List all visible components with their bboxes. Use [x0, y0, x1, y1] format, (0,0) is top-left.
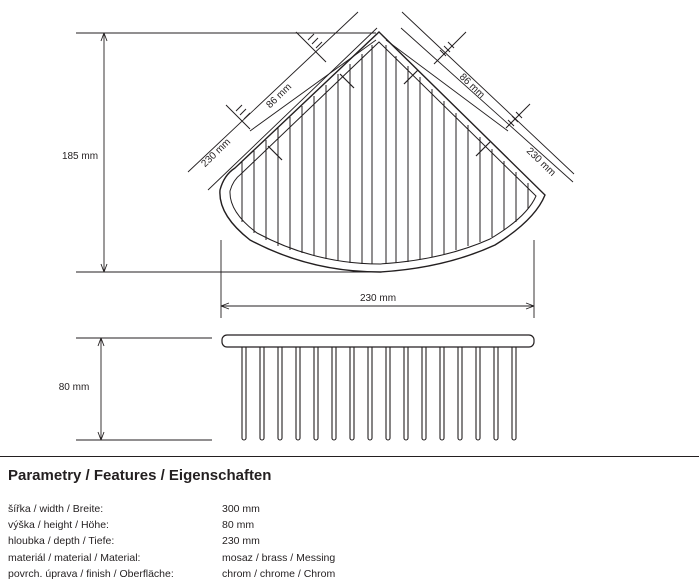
- param-value: 80 mm: [222, 519, 255, 532]
- param-value: chrom / chrome / Chrom: [222, 567, 336, 580]
- basket-plan-wires: [241, 45, 529, 264]
- dim-label-width-plan: 230 mm: [360, 293, 396, 304]
- param-label: povrch. úprava / finish / Oberfläche:: [8, 567, 174, 580]
- features-title: Parametry / Features / Eigenschaften: [8, 467, 272, 484]
- technical-drawing: 230 mm 86 mm 86 mm 230 mm 185 mm 230 mm …: [59, 11, 575, 441]
- table-row: výška / height / Höhe: 80 mm: [8, 517, 568, 533]
- basket-side-wires: [241, 347, 517, 441]
- param-value: 300 mm: [222, 503, 260, 515]
- basket-plan-outline: [219, 31, 546, 273]
- dim-label-depth-left: 230 mm: [199, 137, 233, 170]
- basket-side-view: [221, 334, 535, 348]
- table-row: povrch. úprava / finish / Oberfläche: ch…: [8, 566, 568, 582]
- dimension-height-plan: [76, 32, 382, 273]
- dim-label-height-plan: 185 mm: [62, 151, 98, 162]
- param-label: výška / height / Höhe:: [8, 519, 109, 532]
- dimension-height-side: [76, 337, 212, 441]
- param-value: 230 mm: [222, 535, 260, 548]
- table-row: hloubka / depth / Tiefe: 230 mm: [8, 533, 568, 549]
- table-row: materiál / material / Material: mosaz / …: [8, 550, 568, 566]
- mounting-brackets: [267, 69, 491, 161]
- param-label: materiál / material / Material:: [8, 551, 141, 564]
- dim-label-depth-right: 230 mm: [524, 146, 558, 179]
- param-label: šířka / width / Breite:: [8, 503, 104, 515]
- param-value: mosaz / brass / Messing: [222, 551, 336, 564]
- parameters-table: šířka / width / Breite: 300 mm výška / h…: [8, 501, 568, 582]
- dimension-lines-plan: [187, 11, 575, 191]
- section-divider: [0, 456, 699, 457]
- dimension-width-plan: [220, 240, 535, 318]
- param-label: hloubka / depth / Tiefe:: [8, 535, 115, 548]
- wall-screw-icon: [225, 31, 531, 130]
- dim-label-height-side: 80 mm: [59, 382, 90, 393]
- table-row: šířka / width / Breite: 300 mm: [8, 501, 568, 517]
